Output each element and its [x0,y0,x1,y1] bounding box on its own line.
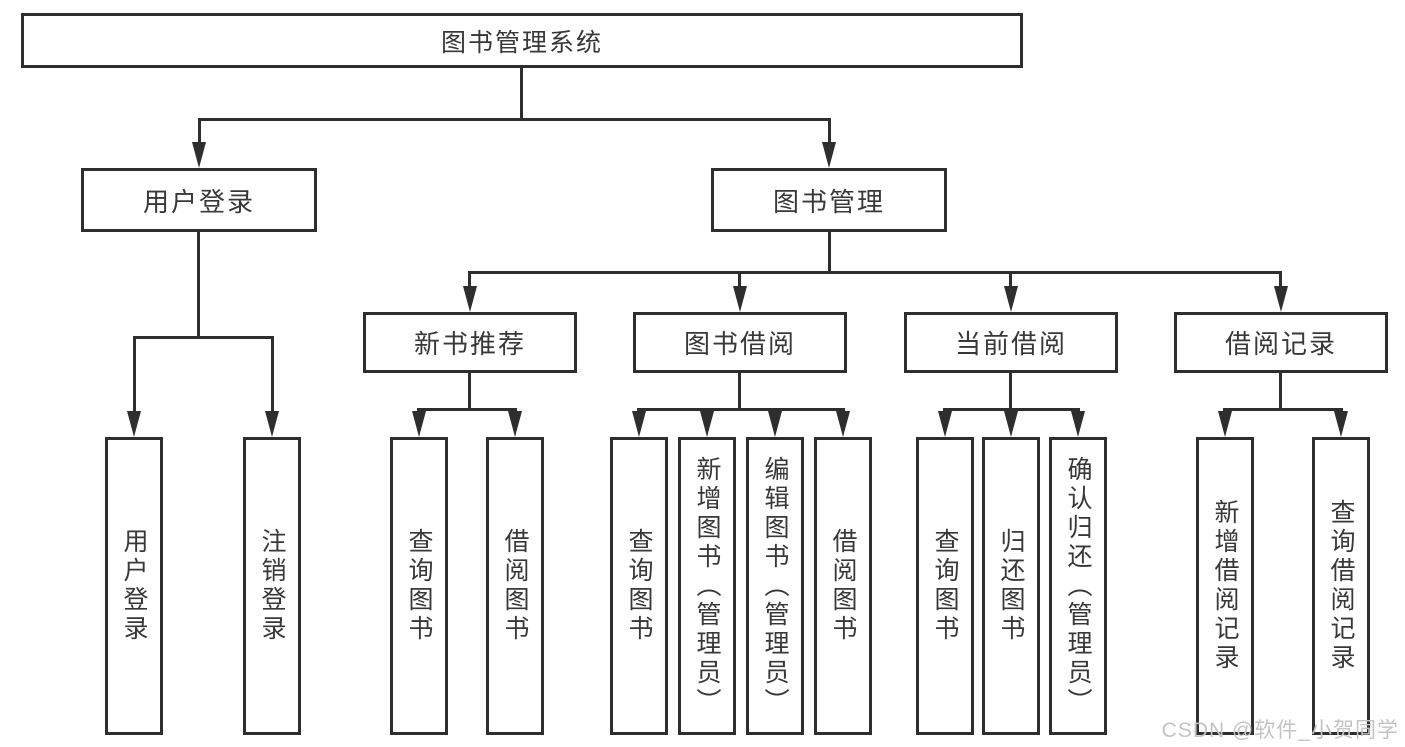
leaf-query-books-2: 查询图书 [610,437,668,735]
leaf-borrow-books-2: 借阅图书 [814,437,872,735]
arrow-down-g3-leaf3 [1071,411,1085,437]
leaf-edit-books-admin: 编辑图书（管理员） [746,437,804,735]
connector-level2-splitter [198,118,831,121]
connector-g2-down [738,373,741,408]
connector-book-borrow-stem [738,271,741,288]
arrow-down-g2-leaf2 [700,411,714,437]
connector-g2-splitter [637,408,845,411]
leaf-return-books: 归还图书 [982,437,1040,735]
connector-g3-down [1009,373,1012,408]
leaf-query-borrow-record: 查询借阅记录 [1312,437,1370,735]
connector-g4-splitter [1223,408,1343,411]
leaf-borrow-books-1: 借阅图书 [486,437,544,735]
connector-root-stem [520,68,523,118]
arrow-down-book-borrow [733,286,747,312]
arrow-down-logout-leaf [265,411,279,437]
connector-login-leaf-stem [133,336,136,413]
arrow-down-new-book [463,286,477,312]
node-book-borrow: 图书借阅 [633,312,847,373]
connector-user-login-down [197,232,200,336]
node-user-login: 用户登录 [81,168,317,232]
arrow-down-g1-leaf1 [412,411,426,437]
connector-level3-splitter [468,271,1282,274]
leaf-logout: 注销登录 [243,437,301,735]
connector-g1-splitter [417,408,517,411]
arrow-down-user-login [192,142,206,168]
arrow-down-borrow-record [1274,286,1288,312]
node-current-borrow: 当前借阅 [904,312,1118,373]
connector-new-book-stem [468,271,471,288]
leaf-query-books-1: 查询图书 [390,437,448,735]
connector-book-mgmt-stem [828,118,831,144]
arrow-down-current-borrow [1004,286,1018,312]
connector-user-login-stem [198,118,201,144]
connector-g1-down [468,373,471,408]
node-borrow-records: 借阅记录 [1174,312,1388,373]
leaf-add-books-admin: 新增图书（管理员） [678,437,736,735]
arrow-down-g3-leaf1 [938,411,952,437]
node-library-system: 图书管理系统 [21,13,1023,68]
arrow-down-book-mgmt [822,142,836,168]
csdn-watermark: CSDN @软件_小贺同学 [1161,719,1399,742]
arrow-down-login-leaf [127,411,141,437]
connector-user-login-splitter [133,336,274,339]
arrow-down-g1-leaf2 [508,411,522,437]
leaf-query-books-3: 查询图书 [916,437,974,735]
connector-borrow-record-stem [1279,271,1282,288]
connector-book-mgmt-down [828,232,831,271]
connector-current-borrow-stem [1009,271,1012,288]
arrow-down-g4-leaf2 [1334,411,1348,437]
arrow-down-g3-leaf2 [1004,411,1018,437]
node-book-management: 图书管理 [711,168,947,232]
connector-g4-down [1279,373,1282,408]
arrow-down-g2-leaf1 [632,411,646,437]
node-new-book-recommend: 新书推荐 [363,312,577,373]
leaf-add-borrow-record: 新增借阅记录 [1196,437,1254,735]
connector-logout-leaf-stem [271,336,274,413]
leaf-confirm-return-admin: 确认归还（管理员） [1049,437,1107,735]
arrow-down-g2-leaf4 [836,411,850,437]
arrow-down-g4-leaf1 [1218,411,1232,437]
arrow-down-g2-leaf3 [768,411,782,437]
leaf-user-login: 用户登录 [105,437,163,735]
